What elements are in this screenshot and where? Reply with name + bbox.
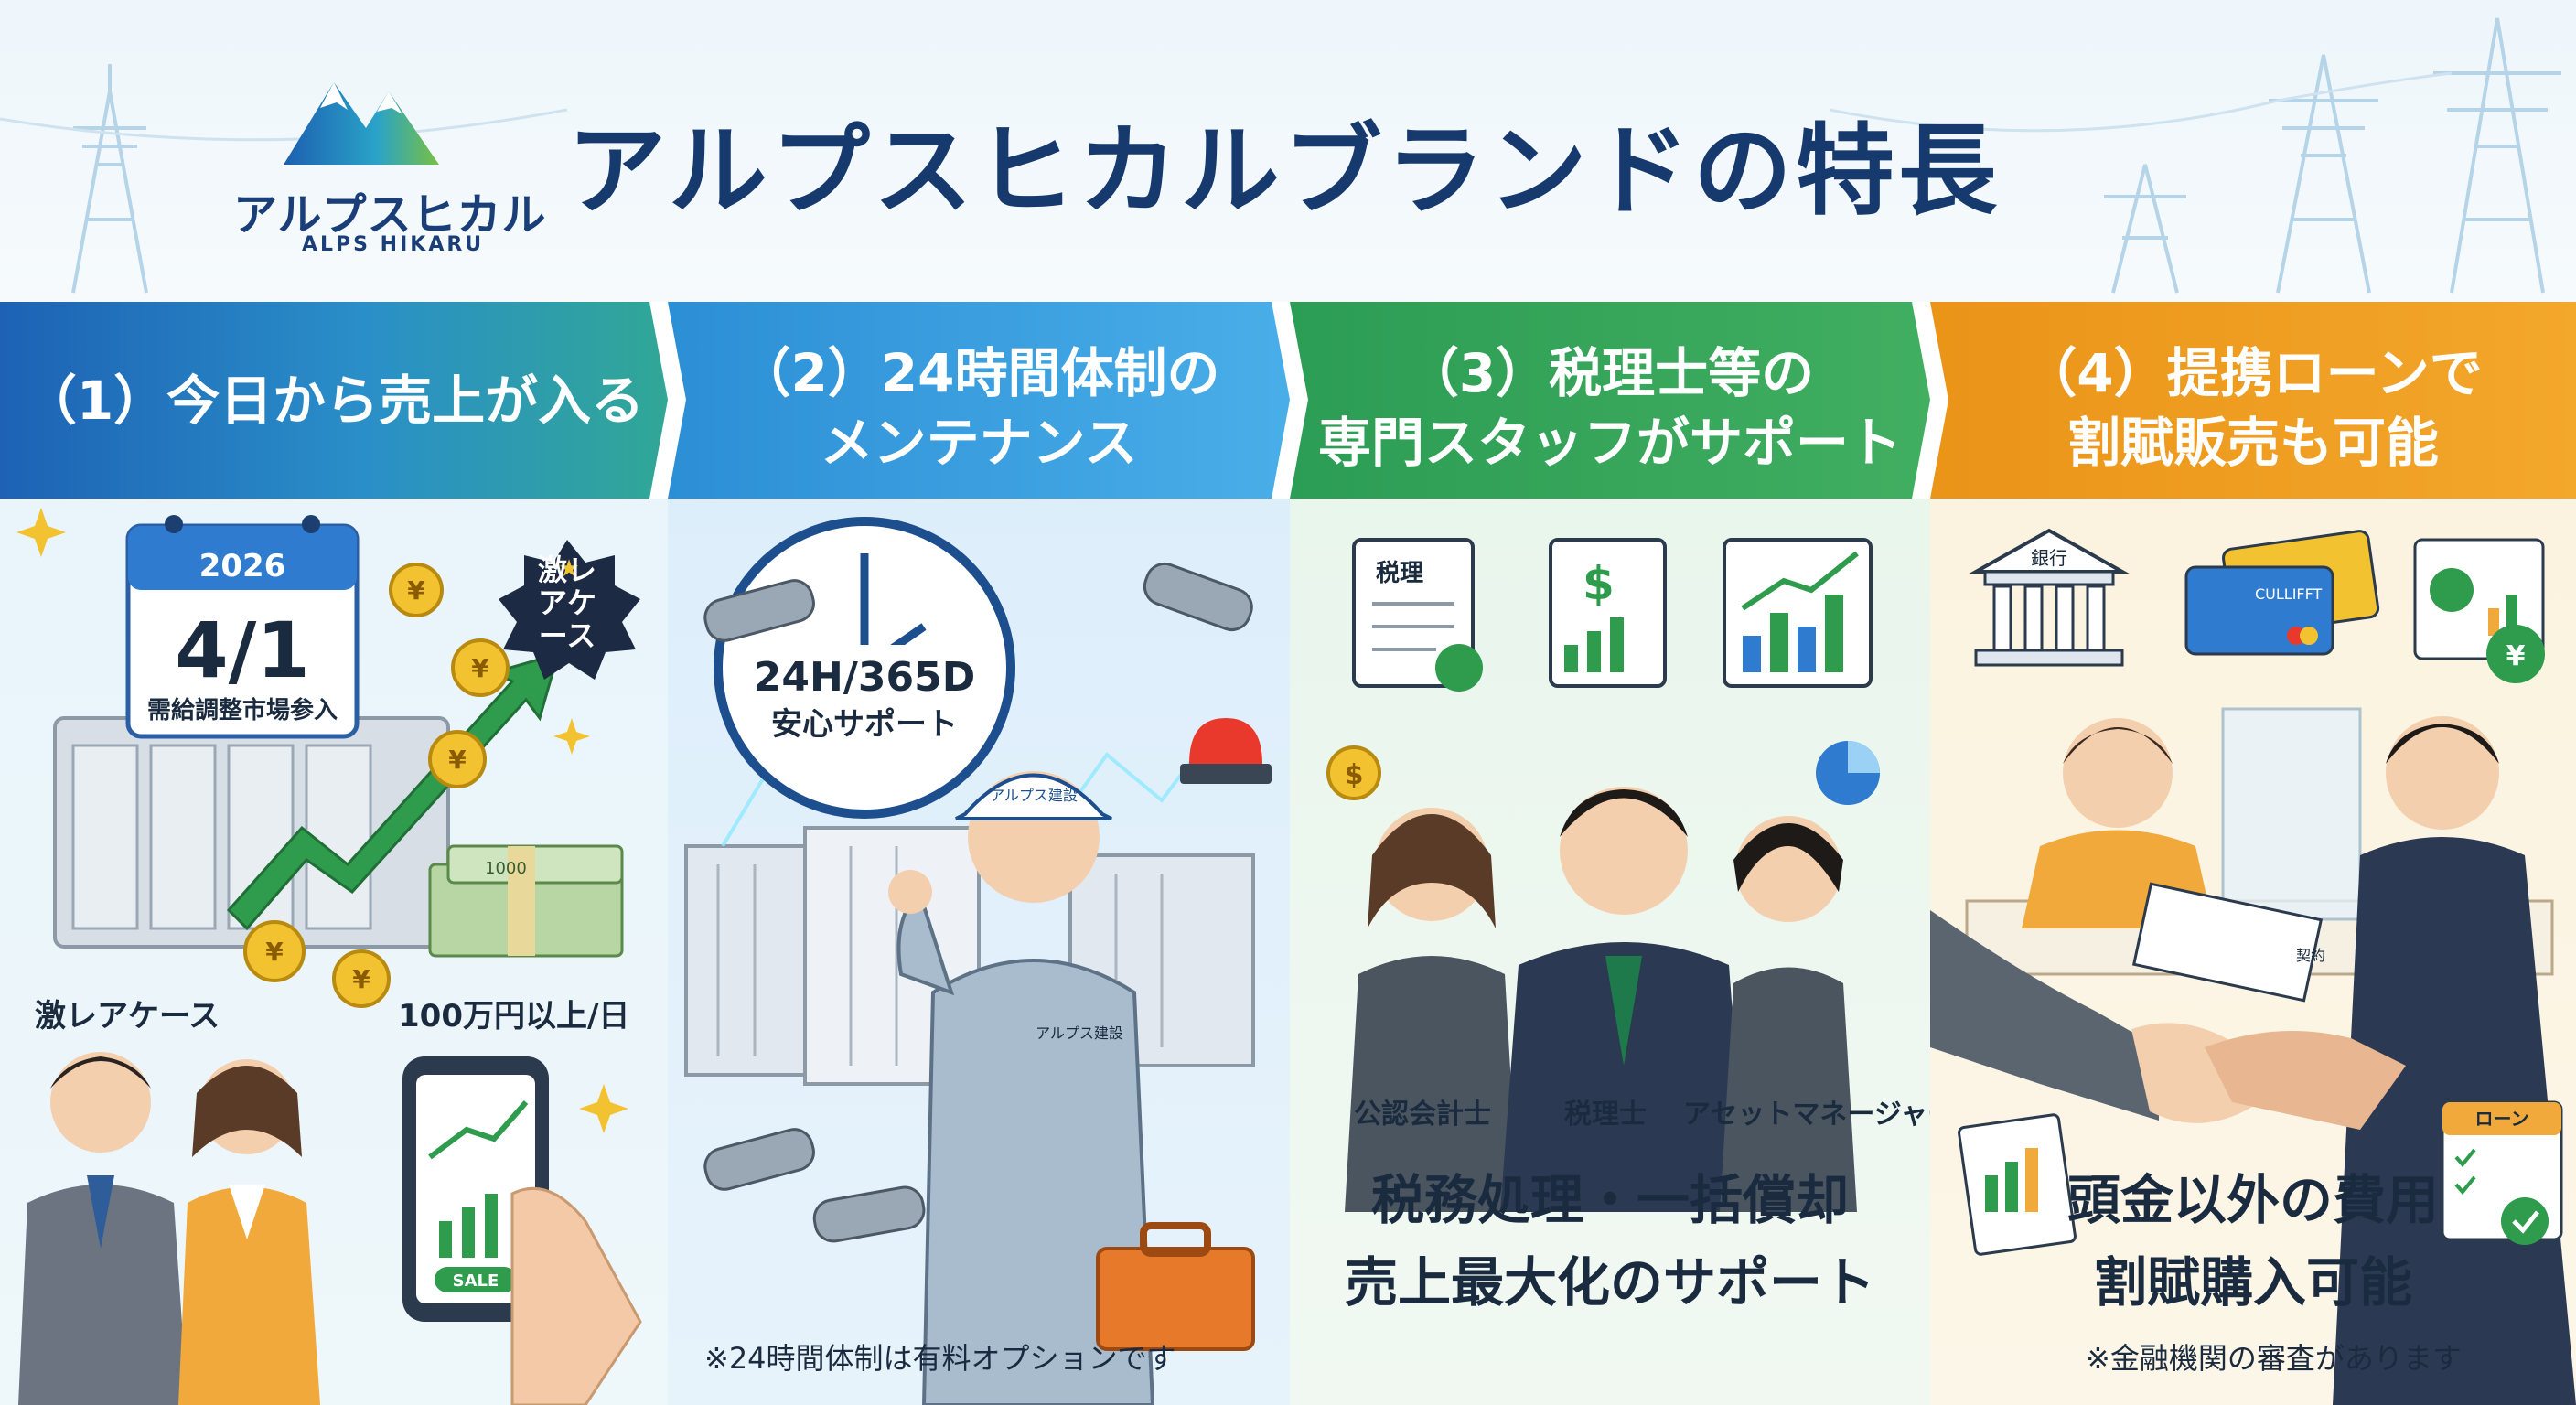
role-asset-manager: アセットマネージャー [1683,1099,1930,1131]
expert-staff-illustration: 税理 $ $ [1326,538,1880,1212]
header: アルプスヒカル ALPS HIKARU アルプスヒカルブランドの特長 [0,0,2576,302]
alarm-light-icon [1180,718,1272,784]
security-camera-icon [703,562,1253,1243]
svg-text:★: ★ [558,555,579,583]
feature-4-summary-line2: 割賦購入可能 [2093,1251,2412,1314]
svg-text:¥: ¥ [2506,640,2526,672]
chevron-divider-1 [649,302,686,499]
rare-case-badge-icon [499,540,640,680]
feature-3-heading-line1: （3）税理士等の [1405,342,1815,404]
loan-label: ローン [2475,1108,2529,1130]
growth-document-icon [1958,1113,2077,1256]
svg-text:$: $ [1345,759,1364,791]
tax-document-icon [1352,538,1483,692]
svg-text:¥: ¥ [265,937,284,967]
feature-1-header: （1）今日から売上が入る [0,302,668,499]
container-units-icon [684,826,1255,1086]
feature-column-3: （3）税理士等の 専門スタッフがサポート 税理 $ $ [1290,302,1930,1405]
growth-arrow-icon [226,651,561,931]
feature-column-4: （4）提携ローンで 割賦販売も可能 銀行 CULLIFFT ¥ [1930,302,2576,1405]
svg-text:¥: ¥ [352,964,370,994]
clock-line1: 24H/365D [754,654,976,701]
feature-3-header: （3）税理士等の 専門スタッフがサポート [1290,302,1930,499]
rare-case-label: 激レアケース [35,998,220,1035]
calendar-date: 4/1 [175,606,310,695]
business-people-icon [18,1052,320,1405]
feature-2-heading-line2: メンテナンス [820,412,1138,474]
contract-label: 契約 [2296,947,2325,964]
feature-4-heading-line1: （4）提携ローンで [2023,342,2483,404]
feature-2-header: （2）24時間体制の メンテナンス [668,302,1290,499]
page-title: アルプスヒカルブランドの特長 [567,114,2001,229]
partition-icon [2221,707,2362,921]
feature-4-heading-line2: 割賦販売も可能 [2066,412,2439,474]
daily-revenue-label: 100万円以上/日 [398,998,630,1035]
feature-4-note: ※金融機関の審査があります [2086,1341,2462,1376]
rare-case-badge: 激レアケース [537,552,596,653]
feature-4-body: 銀行 CULLIFFT ¥ 契約 [1930,499,2576,1405]
feature-column-2: （2）24時間体制の メンテナンス 24H/365D 安心サポート [668,302,1290,1405]
bank-label: 銀行 [2031,547,2067,569]
clock-line2: 安心サポート [771,706,958,743]
svg-text:¥: ¥ [448,745,467,775]
bank-icon [1969,528,2130,667]
toolbox-icon [1096,1222,1255,1351]
role-tax-accountant: 税理士 [1564,1099,1647,1131]
calendar-year: 2026 [199,548,286,585]
feature-3-body: 税理 $ $ 公認会計士 [1290,499,1930,1405]
yen-coins-icon [243,563,510,1008]
feature-column-1: （1）今日から売上が入る 2026 4/1 需給調整市場参入 [0,302,668,1405]
svg-text:$: $ [1583,557,1615,610]
feature-3-summary-line2: 売上最大化のサポート [1344,1251,1875,1314]
svg-text:¥: ¥ [471,653,489,683]
phone-sale-button: SALE [453,1271,499,1291]
chevron-divider-3 [1912,302,1948,499]
feature-1-heading: （1）今日から売上が入る [23,370,645,432]
mountain-logo-icon [284,82,439,165]
card-label: CULLIFFT [2255,585,2323,603]
finance-report-icon: $ [1549,538,1667,688]
maintenance-worker-icon [888,771,1155,1405]
feature-2-heading-line1: （2）24時間体制の [737,342,1220,404]
feature-2-note: ※24時間体制は有料オプションです [704,1341,1176,1376]
dollar-coin-icon: $ [1326,745,1381,800]
feature-4-summary-line1: 頭金以外の費用 [2066,1169,2439,1231]
worker-cap-label: アルプス建設 [990,787,1078,804]
contract-document-icon [2131,882,2324,1003]
chevron-divider-2 [1272,302,1308,499]
feature-3-summary-line1: 税務処理・一括償却 [1370,1169,1849,1231]
feature-4-header: （4）提携ローンで 割賦販売も可能 [1930,302,2576,499]
brand-logo-en: ALPS HIKARU [302,233,485,256]
hand-icon [510,1186,642,1405]
cash-label: 1000 [485,859,527,878]
role-accountant: 公認会計士 [1354,1099,1491,1131]
loan-illustration: 銀行 CULLIFFT ¥ 契約 [1930,528,2576,1405]
credit-card-icon [2184,530,2380,656]
maintenance-illustration: 24H/365D 安心サポート アルプス建設 [684,517,1272,1405]
cash-stack-icon [428,844,624,958]
bar-chart-icon [1723,538,1873,688]
svg-text:¥: ¥ [407,575,425,606]
feature-2-body: 24H/365D 安心サポート アルプス建設 [668,499,1290,1405]
worker-uniform-label: アルプス建設 [1036,1024,1123,1042]
power-tower-background [0,17,2561,294]
brand-logo-name: アルプスヒカル [233,189,547,241]
feature-1-body: 2026 4/1 需給調整市場参入 ¥ ¥ ¥ ¥ ¥ 1000 ★ [0,499,668,1405]
pie-chart-icon [1816,741,1880,805]
handshake-icon [1930,910,2406,1130]
calendar-caption: 需給調整市場参入 [147,696,338,724]
tax-document-label: 税理 [1376,560,1423,587]
feature-3-heading-line2: 専門スタッフがサポート [1317,412,1902,474]
report-chart-icon: ¥ [2413,538,2545,683]
checklist-loan-icon [2441,1100,2563,1245]
calendar-icon [125,515,360,739]
revenue-illustration: 2026 4/1 需給調整市場参入 ¥ ¥ ¥ ¥ ¥ 1000 ★ [16,508,642,1405]
staff-people-icon [1345,787,1857,1212]
